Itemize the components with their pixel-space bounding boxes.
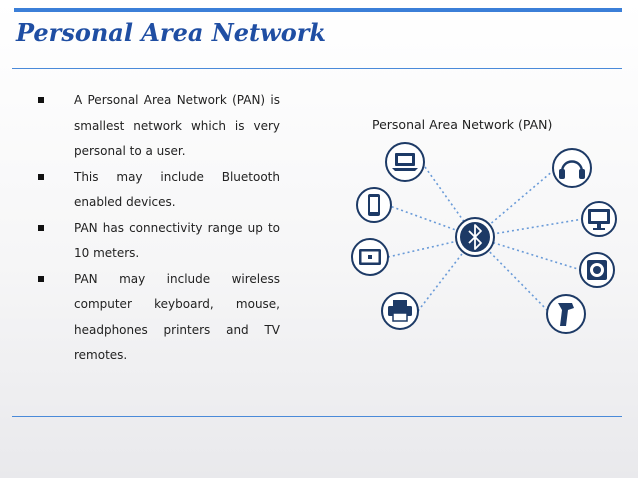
- title-divider: [12, 68, 622, 69]
- bullet-item: This may include Bluetooth enabled devic…: [36, 165, 280, 216]
- speaker-icon: [579, 252, 615, 288]
- bullet-text: PAN may include wireless computer keyboa…: [74, 271, 280, 363]
- barcode-scanner-icon: [546, 294, 586, 334]
- link-line: [474, 236, 582, 271]
- diagram-title: Personal Area Network (PAN): [372, 117, 553, 132]
- link-line: [417, 236, 476, 312]
- laptop-icon: [385, 142, 425, 182]
- printer-icon: [381, 292, 419, 330]
- link-line: [386, 204, 476, 238]
- bullet-marker: [38, 173, 44, 180]
- bullet-marker: [38, 275, 44, 282]
- bullet-text: This may include Bluetooth enabled devic…: [74, 169, 280, 210]
- bullet-marker: [38, 224, 44, 231]
- bluetooth-icon: [455, 217, 495, 257]
- smartphone-icon: [356, 187, 392, 223]
- bullet-text: PAN has connectivity range up to 10 mete…: [74, 220, 280, 261]
- footer-divider: [12, 416, 622, 417]
- bullet-marker: [38, 97, 44, 103]
- top-accent-bar: [14, 8, 622, 12]
- bullet-text: A Personal Area Network (PAN) is smalles…: [74, 93, 280, 158]
- headphones-icon: [552, 148, 592, 188]
- monitor-icon: [581, 201, 617, 237]
- bullet-item: A Personal Area Network (PAN) is smalles…: [36, 88, 280, 165]
- bullet-item: PAN may include wireless computer keyboa…: [36, 267, 280, 369]
- bullet-list: A Personal Area Network (PAN) is smalles…: [36, 88, 280, 369]
- tablet-icon: [351, 238, 389, 276]
- bullet-item: PAN has connectivity range up to 10 mete…: [36, 216, 280, 267]
- slide-title: Personal Area Network: [16, 18, 326, 47]
- pan-diagram: [351, 142, 617, 334]
